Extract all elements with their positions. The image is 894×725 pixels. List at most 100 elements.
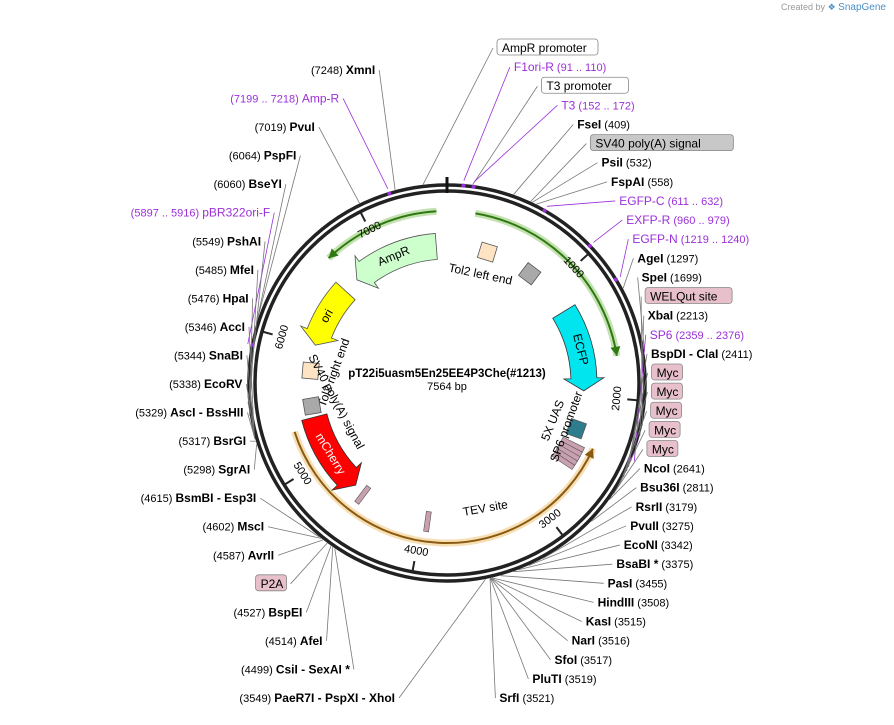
site-label-srfi-3521[interactable]: SrfI (3521) xyxy=(499,691,554,705)
site-label-t3-promoter-155[interactable]: T3 promoter xyxy=(541,77,628,93)
enzyme-label: BsaBI * (3375) xyxy=(616,557,693,571)
enzyme-label: SpeI (1699) xyxy=(642,270,702,284)
site-label-ncoi-2641[interactable]: NcoI (2641) xyxy=(644,462,705,476)
connector-t3 xyxy=(474,105,557,181)
connector-afei xyxy=(327,547,333,641)
site-label-myc-2480[interactable]: Myc xyxy=(651,383,682,399)
feature-box-sv40-top[interactable] xyxy=(519,263,541,285)
site-label-sfoi-3517[interactable]: SfoI (3517) xyxy=(555,653,613,667)
primer-site-marker xyxy=(614,278,618,282)
site-label-f1ori-r-100[interactable]: F1ori-R (91 .. 110) xyxy=(514,60,606,74)
site-label-afei-4514[interactable]: (4514) AfeI xyxy=(265,634,323,648)
label-box-text: Myc xyxy=(657,366,679,380)
site-label-spei-1699[interactable]: SpeI (1699) xyxy=(642,270,702,284)
site-label-mfei-5485[interactable]: (5485) MfeI xyxy=(195,263,254,277)
feature-box-tol2-left[interactable] xyxy=(477,242,497,262)
connector-agei xyxy=(623,258,633,288)
feature-box-sv40-left[interactable] xyxy=(303,397,321,415)
site-label-bseyi-6060[interactable]: (6060) BseYI xyxy=(214,177,282,191)
site-label-bsabi-3375[interactable]: BsaBI * (3375) xyxy=(616,557,693,571)
site-label-hpai-5476[interactable]: (5476) HpaI xyxy=(188,291,249,305)
primer-label: EGFP-C (611 .. 632) xyxy=(619,194,723,208)
site-label-bspdi-2411[interactable]: BspDI - ClaI (2411) xyxy=(651,347,752,361)
site-label-pspfi-6064[interactable]: (6064) PspFI xyxy=(229,149,297,163)
enzyme-label: BspDI - ClaI (2411) xyxy=(651,347,752,361)
enzyme-label: (4527) BspEI xyxy=(233,605,302,619)
site-label-nari-3516[interactable]: NarI (3516) xyxy=(572,634,630,648)
enzyme-label: PvuII (3275) xyxy=(630,519,694,533)
site-label-pbr322ori-f-5906[interactable]: (5897 .. 5916) pBR322ori-F xyxy=(131,206,271,220)
site-label-csii-4499[interactable]: (4499) CsiI - SexAI * xyxy=(241,662,350,676)
site-label-ecorv-5338[interactable]: (5338) EcoRV xyxy=(169,377,242,391)
site-label-psii-532[interactable]: PsiI (532) xyxy=(602,156,652,170)
site-label-bspei-4527[interactable]: (4527) BspEI xyxy=(233,605,302,619)
site-label-pluti-3519[interactable]: PluTI (3519) xyxy=(532,672,596,686)
label-box-text: WELQut site xyxy=(650,290,718,304)
tev-site-marker[interactable] xyxy=(424,511,432,532)
site-label-pasi-3455[interactable]: PasI (3455) xyxy=(608,576,668,590)
created-by-text: Created by xyxy=(781,2,825,12)
site-label-amp-r-7208[interactable]: (7199 .. 7218) Amp-R xyxy=(230,92,339,106)
enzyme-label: (4587) AvrII xyxy=(213,548,274,562)
snapgene-brand: SnapGene xyxy=(838,2,886,13)
site-label-egfp-n-1230[interactable]: EGFP-N (1219 .. 1240) xyxy=(632,232,749,246)
site-label-myc-2520[interactable]: Myc xyxy=(651,402,682,418)
label-box-text: AmpR promoter xyxy=(502,41,587,55)
site-label-hindiii-3508[interactable]: HindIII (3508) xyxy=(598,595,670,609)
enzyme-label: (5476) HpaI xyxy=(188,291,249,305)
enzyme-label: (4499) CsiI - SexAI * xyxy=(241,662,350,676)
enzyme-label: (4514) AfeI xyxy=(265,634,323,648)
site-label-bsmbi-4615[interactable]: (4615) BsmBI - Esp3I xyxy=(141,491,257,505)
site-label-xbai-2213[interactable]: XbaI (2213) xyxy=(648,309,708,323)
site-label-msci-4602[interactable]: (4602) MscI xyxy=(202,520,264,534)
site-label-asci-5329[interactable]: (5329) AscI - BssHII xyxy=(135,406,243,420)
site-label-agei-1297[interactable]: AgeI (1297) xyxy=(637,251,698,265)
site-label-pvui-7019[interactable]: (7019) PvuI xyxy=(255,120,315,134)
site-label-econi-3342[interactable]: EcoNI (3342) xyxy=(624,538,693,552)
site-label-fspai-558[interactable]: FspAI (558) xyxy=(611,175,673,189)
connector-pvui xyxy=(319,127,360,203)
site-label-p2a-4555[interactable]: P2A xyxy=(256,575,287,591)
label-box-text: Myc xyxy=(652,442,674,456)
site-label-kasi-3515[interactable]: KasI (3515) xyxy=(586,615,646,629)
site-label-fsei-409[interactable]: FseI (409) xyxy=(577,117,630,131)
enzyme-label: (5338) EcoRV xyxy=(169,377,242,391)
snapgene-logo-icon: ❖ xyxy=(828,2,836,12)
site-label-xmni-7248[interactable]: (7248) XmnI xyxy=(311,63,375,77)
primer-label: SP6 (2359 .. 2376) xyxy=(650,328,744,342)
site-label-pvuii-3275[interactable]: PvuII (3275) xyxy=(630,519,694,533)
site-label-sp6-2368[interactable]: SP6 (2359 .. 2376) xyxy=(650,328,744,342)
label-box-text: Myc xyxy=(656,385,678,399)
connector-egfp-c xyxy=(547,201,615,206)
site-label-myc-2560[interactable]: Myc xyxy=(649,421,680,437)
p2a-marker[interactable] xyxy=(355,485,371,504)
site-label-welqut-site-2150[interactable]: WELQut site xyxy=(645,288,732,304)
site-label-ampr-promoter-7420[interactable]: AmpR promoter xyxy=(497,39,598,55)
tick-4000 xyxy=(412,561,414,572)
site-label-sv40-poly-a-signal-520[interactable]: SV40 poly(A) signal xyxy=(590,135,733,151)
enzyme-label: (5485) MfeI xyxy=(195,263,254,277)
site-label-sgrai-5298[interactable]: (5298) SgrAI xyxy=(183,463,250,477)
site-label-exfp-r-970[interactable]: EXFP-R (960 .. 979) xyxy=(626,213,729,227)
site-label-pshai-5549[interactable]: (5549) PshAI xyxy=(192,234,261,248)
site-label-snabi-5344[interactable]: (5344) SnaBI xyxy=(174,348,243,362)
site-label-myc-2600[interactable]: Myc xyxy=(647,440,678,456)
site-label-t3-162[interactable]: T3 (152 .. 172) xyxy=(561,98,634,112)
enzyme-label: SrfI (3521) xyxy=(499,691,554,705)
enzyme-label: (6060) BseYI xyxy=(214,177,282,191)
site-label-bsrgi-5317[interactable]: (5317) BsrGI xyxy=(179,434,247,448)
primer-label: (5897 .. 5916) pBR322ori-F xyxy=(131,206,271,220)
site-label-myc-2440[interactable]: Myc xyxy=(652,364,683,380)
site-label-bsu36i-2811[interactable]: Bsu36I (2811) xyxy=(640,481,713,495)
site-label-paer7i-3549[interactable]: (3549) PaeR7I - PspXI - XhoI xyxy=(239,691,395,705)
enzyme-label: SfoI (3517) xyxy=(555,653,613,667)
site-label-egfp-c-620[interactable]: EGFP-C (611 .. 632) xyxy=(619,194,723,208)
enzyme-label: HindIII (3508) xyxy=(598,595,670,609)
site-label-acci-5346[interactable]: (5346) AccI xyxy=(185,320,245,334)
enzyme-label: FspAI (558) xyxy=(611,175,673,189)
plasmid-title-block: pT22i5uasm5En25EE4P3Che(#1213) 7564 bp xyxy=(348,368,546,393)
site-label-avrii-4587[interactable]: (4587) AvrII xyxy=(213,548,274,562)
site-label-rsrii-3179[interactable]: RsrII (3179) xyxy=(636,500,698,514)
